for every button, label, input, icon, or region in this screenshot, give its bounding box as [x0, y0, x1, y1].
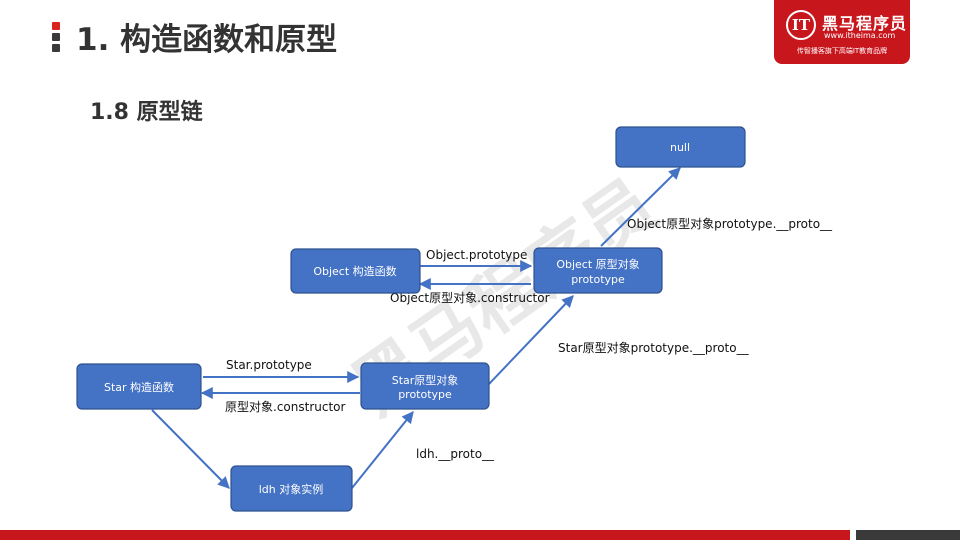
logo-name: 黑马程序员: [822, 14, 908, 33]
label-object-constructor: Object原型对象.constructor: [390, 291, 550, 305]
node-star-constructor-label: Star 构造函数: [104, 380, 174, 394]
title-marker: [52, 22, 60, 55]
node-null-label: null: [670, 141, 690, 154]
node-object-prototype-title: Object 原型对象: [556, 257, 639, 271]
node-star-prototype-title: Star原型对象: [392, 373, 459, 387]
brand-logo: IT 黑马程序员 www.itheima.com 传智播客旗下高端IT教育品牌: [774, 0, 910, 64]
edge-star-proto-chain: [488, 295, 574, 385]
node-ldh-instance: ldh 对象实例: [230, 465, 353, 512]
node-star-prototype: Star原型对象 prototype: [360, 362, 490, 410]
node-object-prototype-sub: prototype: [571, 273, 625, 286]
node-star-constructor: Star 构造函数: [76, 363, 202, 410]
label-star-prototype: Star.prototype: [226, 358, 312, 372]
node-object-constructor: Object 构造函数: [290, 248, 421, 294]
edge-ldh-proto: [351, 411, 414, 489]
label-star-constructor: 原型对象.constructor: [225, 400, 346, 414]
label-object-proto-chain: Object原型对象prototype.__proto__: [627, 217, 833, 231]
label-object-prototype: Object.prototype: [426, 248, 527, 262]
node-null: null: [615, 126, 746, 168]
edge-star-ctor-to-instance: [151, 409, 230, 489]
footer-bar-dark: [856, 530, 960, 540]
node-object-prototype: Object 原型对象 prototype: [533, 247, 663, 294]
logo-slogan: 传智播客旗下高端IT教育品牌: [796, 47, 888, 55]
footer-bar-red: [0, 530, 850, 540]
node-ldh-instance-label: ldh 对象实例: [259, 482, 324, 496]
logo-mark-icon: IT: [786, 10, 816, 40]
edge-object-proto-chain: [600, 167, 681, 247]
label-star-proto-chain: Star原型对象prototype.__proto__: [558, 341, 750, 355]
section-subtitle: 1.8 原型链: [90, 100, 203, 125]
node-star-prototype-sub: prototype: [398, 388, 452, 401]
logo-url: www.itheima.com: [824, 31, 896, 40]
page-title: 1. 构造函数和原型: [76, 22, 338, 58]
label-ldh-proto: ldh.__proto__: [416, 447, 495, 461]
node-object-constructor-label: Object 构造函数: [313, 264, 396, 278]
